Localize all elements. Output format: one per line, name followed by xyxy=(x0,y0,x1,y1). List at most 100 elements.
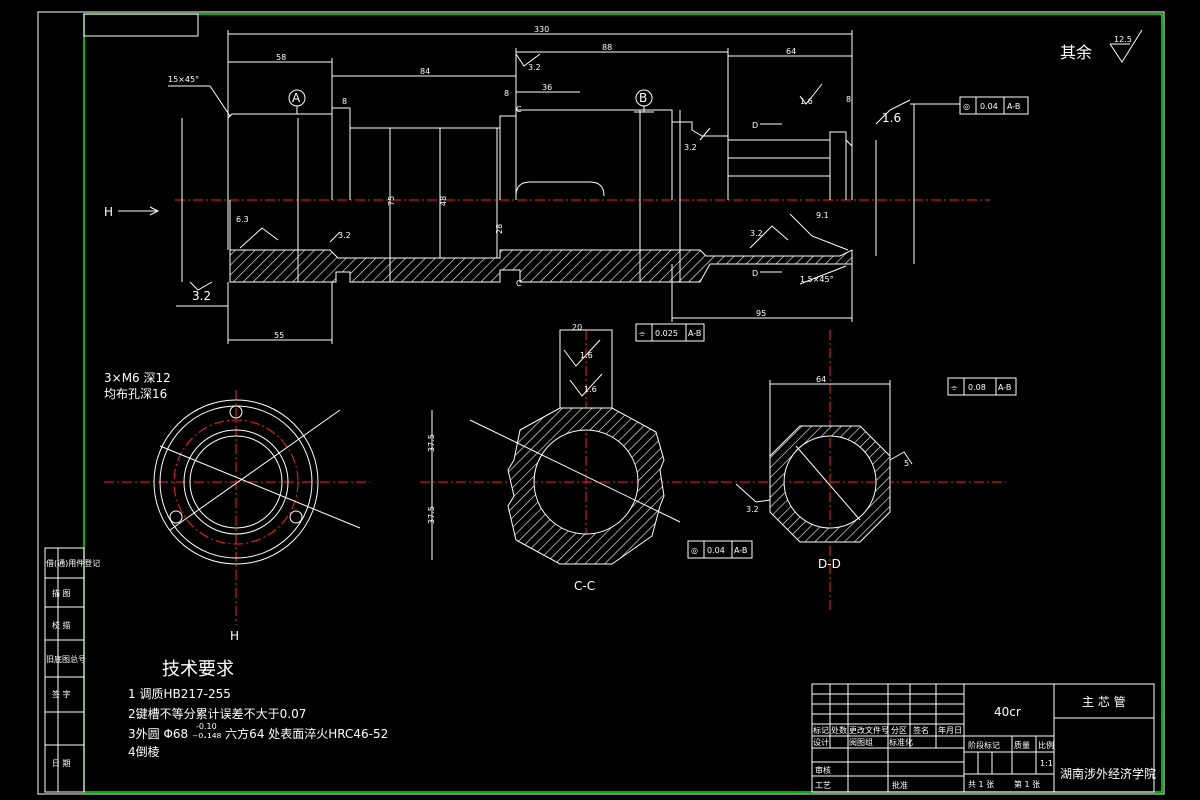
d-d-label: D-D xyxy=(818,557,841,571)
general-roughness-value: 12.5 xyxy=(1114,35,1132,44)
side-label-4: 签 字 xyxy=(52,689,71,699)
tb-approve: 批准 xyxy=(892,780,908,790)
tolerance-2-symbol: ⌯ xyxy=(951,383,958,392)
tolerance-frame-0: ◎ 0.04 A-B xyxy=(959,96,1029,115)
roughness-4: 6.3 xyxy=(236,215,249,224)
c-dim-37a: 37.5 xyxy=(427,434,436,452)
dim-8-b: 8 xyxy=(504,89,509,98)
tb-stage-mark: 阶段标记 xyxy=(968,740,1000,750)
roughness-3: 3.2 xyxy=(684,143,697,152)
roughness-11: 3.2 xyxy=(746,505,759,514)
drawing-frame xyxy=(83,13,1163,793)
tolerance-1-ref: A-B xyxy=(688,329,701,338)
dim-84: 84 xyxy=(420,67,430,76)
dim-95: 95 xyxy=(756,309,766,318)
chamfer-right: 1.5×45° xyxy=(800,275,834,284)
shaft-section-lower xyxy=(229,249,853,283)
dim-8-c: 8 xyxy=(846,95,851,104)
tb-header-4: 签名 xyxy=(913,725,929,735)
tolerance-1-symbol: ⌯ xyxy=(639,329,646,338)
tb-process: 工艺 xyxy=(815,781,831,790)
section-mark-d-bottom: D xyxy=(752,269,758,278)
side-label-5: 日 期 xyxy=(52,759,71,768)
tolerance-frame-1: ⌯ 0.025 A-B xyxy=(635,323,705,342)
tech-item-2: 3外圆 Φ68 ₋₀.₁₄₈ 六方64 处表面淬火HRC46-52 xyxy=(128,726,388,741)
tb-header-3: 分区 xyxy=(891,726,907,735)
section-c-c: 37.5 37.5 20 1.6 1.6 ⌯ 0.025 A-B ◎ 0.04 … xyxy=(420,323,753,593)
section-mark-c-bottom: C xyxy=(516,279,522,288)
tolerance-0-value: 0.04 xyxy=(980,102,998,111)
tolerance-3-ref: A-B xyxy=(734,546,747,555)
dim-overall: 330 xyxy=(534,25,549,34)
c-dim-37b: 37.5 xyxy=(427,506,436,524)
tolerance-3-symbol: ◎ xyxy=(691,546,698,555)
tech-item-3: 4倒棱 xyxy=(128,744,160,759)
dim-28: 28 xyxy=(495,224,504,234)
roughness-6: 9.1 xyxy=(816,211,829,220)
tolerance-1-value: 0.025 xyxy=(655,329,678,338)
section-mark-h: H xyxy=(104,205,113,219)
roughness-9: 1.6 xyxy=(580,351,593,360)
tolerance-2-ref: A-B xyxy=(998,383,1011,392)
side-label-0: 借(通)用件登记 xyxy=(46,558,100,568)
tb-scale-value: 1:1 xyxy=(1040,759,1053,768)
tb-sheet-index: 第 1 张 xyxy=(1014,779,1040,789)
tolerance-3-value: 0.04 xyxy=(707,546,725,555)
tolerance-frame-2: ⌯ 0.08 A-B xyxy=(947,377,1017,396)
dim-64: 64 xyxy=(786,47,796,56)
tb-part-name: 主 芯 管 xyxy=(1082,694,1126,709)
tb-mass: 质量 xyxy=(1014,740,1030,750)
dim-75: 75 xyxy=(387,196,396,206)
main-view: A B 330 58 84 88 64 36 8 8 8 55 xyxy=(104,25,1029,344)
tech-requirements: 技术要求 1 调质HB217-255 2键槽不等分累计误差不大于0.07 3外圆… xyxy=(128,659,388,759)
roughness-7: 3.2 xyxy=(192,289,211,303)
c-c-section-ring xyxy=(507,407,665,565)
view-h: 3×M6 深12 均布孔深16 H xyxy=(104,371,370,643)
outer-sheet-border xyxy=(37,11,1165,795)
tb-review: 审核 xyxy=(815,765,831,775)
section-d-d: 64 3.2 5 ⌯ 0.08 A-B D-D xyxy=(722,330,1017,612)
tb-standard: 标准化 xyxy=(889,737,913,747)
tb-scale-label: 比例 xyxy=(1038,740,1054,750)
tb-header-2: 更改文件号 xyxy=(849,725,889,735)
general-roughness-label: 其余 xyxy=(1060,43,1092,62)
tolerance-0-ref: A-B xyxy=(1007,102,1020,111)
tolerance-frame-3: ◎ 0.04 A-B xyxy=(687,540,753,559)
section-mark-c-top: C xyxy=(516,105,522,114)
roughness-10: 1.6 xyxy=(584,385,597,394)
dim-55: 55 xyxy=(274,331,284,340)
corner-label-box xyxy=(83,13,199,37)
dim-8-a: 8 xyxy=(342,97,347,106)
side-label-3: 旧底图总号 xyxy=(46,654,86,664)
h-outer-circle xyxy=(153,399,319,565)
tech-item-0: 1 调质HB217-255 xyxy=(128,687,231,701)
dim-48: 48 xyxy=(439,196,448,206)
tb-review-group: 阅图组 xyxy=(849,737,873,747)
roughness-8: 3.2 xyxy=(338,231,351,240)
tb-school: 湖南涉外经济学院 xyxy=(1060,766,1156,781)
tb-design: 设计 xyxy=(813,737,829,747)
title-block: 标记 处数 更改文件号 分区 签名 年月日 设计 阅图组 标准化 审核 工艺 批… xyxy=(811,683,1156,793)
tb-material: 40cr xyxy=(994,705,1021,719)
tolerance-0-symbol: ◎ xyxy=(963,102,970,111)
tech-item-1: 2键槽不等分累计误差不大于0.07 xyxy=(128,707,306,721)
datum-a-label: A xyxy=(292,91,301,105)
roughness-5: 3.2 xyxy=(750,229,763,238)
tb-header-5: 年月日 xyxy=(938,725,962,735)
general-roughness: 其余 12.5 xyxy=(1060,29,1143,63)
tb-sheet-count: 共 1 张 xyxy=(968,780,994,789)
h-label: H xyxy=(230,629,239,643)
tech-sup: -0.10 xyxy=(196,722,217,731)
roughness-1: 1.6 xyxy=(800,97,813,106)
dim-88: 88 xyxy=(602,43,612,52)
keyway-slot xyxy=(515,181,605,197)
tb-header-1: 处数 xyxy=(831,725,847,735)
c-c-label: C-C xyxy=(574,579,595,593)
datum-b-label: B xyxy=(639,91,647,105)
c-dim-20: 20 xyxy=(572,323,582,332)
section-mark-d-top: D xyxy=(752,121,758,130)
side-label-2: 校 描 xyxy=(52,620,71,630)
side-label-column: 借(通)用件登记 描 图 校 描 旧底图总号 签 字 日 期 xyxy=(44,547,100,793)
d-dim-64: 64 xyxy=(816,375,826,384)
